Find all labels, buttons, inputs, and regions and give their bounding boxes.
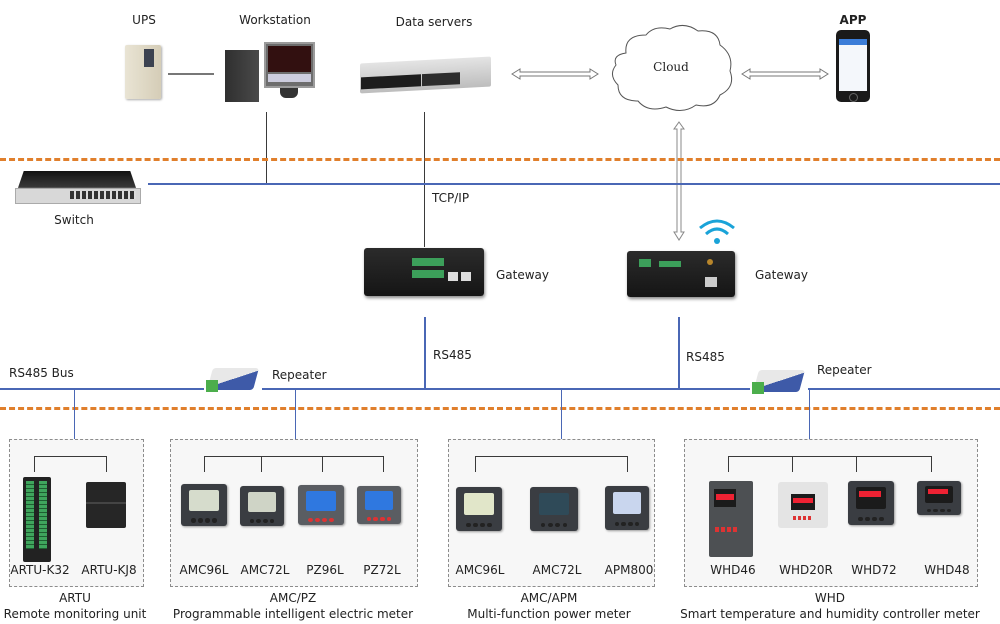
- group-caption-artu: ARTU Remote monitoring unit: [4, 590, 147, 622]
- device-label: APM800: [604, 563, 654, 577]
- data-server-device: [360, 56, 491, 94]
- switch-device: [15, 170, 141, 206]
- device-amc96l: [181, 484, 227, 526]
- bus-drop-amc-pz: [295, 390, 296, 456]
- gateway-device-wired: [364, 248, 484, 296]
- rs485-drop-left: [424, 317, 426, 389]
- tcpip-network-line: [148, 183, 1000, 185]
- whd-branch-tick: [728, 456, 729, 472]
- device-pz72l: [357, 486, 401, 524]
- app-phone-icon[interactable]: [836, 30, 870, 102]
- device-whd20r: [778, 482, 828, 528]
- group-title: AMC/APM: [520, 591, 578, 605]
- bus-drop-amc-apm: [561, 390, 562, 456]
- device-pz96l: [298, 485, 344, 525]
- device-label: AMC72L: [532, 563, 582, 577]
- device-label: WHD46: [710, 563, 756, 577]
- gateway-label-wireless: Gateway: [755, 268, 809, 282]
- device-amc96l-apm: [456, 487, 502, 531]
- bus-drop-whd: [809, 390, 810, 456]
- device-whd46: [709, 481, 753, 557]
- bus-drop-artu: [74, 390, 75, 456]
- group-title: AMC/PZ: [269, 591, 317, 605]
- rs485-drop-right: [678, 317, 680, 389]
- whd-branch-tick: [856, 456, 857, 472]
- device-amc72l-apm: [530, 487, 578, 531]
- device-label: PZ96L: [306, 563, 344, 577]
- ups-link: [168, 73, 214, 75]
- device-label: AMC96L: [179, 563, 229, 577]
- amc-pz-branch-tick: [261, 456, 262, 472]
- device-whd72: [848, 481, 894, 525]
- gateway-device-wireless: [627, 251, 735, 297]
- repeater-device-left: [204, 362, 262, 396]
- amc-pz-branch: [204, 456, 384, 457]
- wifi-icon: [699, 219, 735, 244]
- group-caption-whd: WHD Smart temperature and humidity contr…: [680, 590, 980, 622]
- amc-pz-branch-tick: [383, 456, 384, 472]
- cloud-icon: [612, 25, 733, 111]
- group-title: ARTU: [59, 591, 91, 605]
- artu-branch-tick: [34, 456, 35, 472]
- device-label: ARTU-K32: [10, 563, 70, 577]
- cloud-label: Cloud: [653, 60, 689, 74]
- amc-apm-branch-tick: [627, 456, 628, 472]
- group-title: WHD: [814, 591, 846, 605]
- server-cloud-arrow: [511, 68, 599, 80]
- cloud-gateway-arrow: [673, 121, 685, 241]
- whd-branch: [728, 456, 932, 457]
- ups-device: [125, 45, 161, 99]
- rs485-bus-line: [0, 388, 1000, 390]
- workstation-link: [266, 112, 267, 184]
- amc-pz-branch-tick: [204, 456, 205, 472]
- group-subtitle: Multi-function power meter: [467, 607, 631, 621]
- workstation-device: [222, 42, 315, 104]
- rs485-label-left: RS485: [433, 348, 472, 362]
- repeater-device-right: [750, 364, 808, 398]
- switch-label: Switch: [54, 213, 94, 227]
- ups-label: UPS: [132, 13, 156, 27]
- whd-branch-tick: [931, 456, 932, 472]
- device-label: WHD72: [851, 563, 897, 577]
- amc-apm-branch-tick: [475, 456, 476, 472]
- rs485-label-right: RS485: [686, 350, 725, 364]
- amc-pz-branch-tick: [322, 456, 323, 472]
- artu-branch: [34, 456, 107, 457]
- device-label: ARTU-KJ8: [81, 563, 137, 577]
- device-label: AMC96L: [455, 563, 505, 577]
- device-artu-kj8: [86, 482, 126, 528]
- device-label: WHD48: [924, 563, 970, 577]
- device-label: PZ72L: [363, 563, 401, 577]
- data-servers-label: Data servers: [395, 15, 473, 29]
- device-apm800: [605, 486, 649, 530]
- repeater-label-left: Repeater: [272, 368, 327, 382]
- group-subtitle: Smart temperature and humidity controlle…: [680, 607, 980, 621]
- amc-apm-branch: [475, 456, 628, 457]
- group-caption-amc-apm: AMC/APM Multi-function power meter: [467, 590, 631, 622]
- workstation-label: Workstation: [239, 13, 311, 27]
- repeater-label-right: Repeater: [817, 363, 872, 377]
- device-label: AMC72L: [240, 563, 290, 577]
- zone-divider-bottom: [0, 407, 1000, 410]
- device-amc72l: [240, 486, 284, 526]
- device-artu-k32: [23, 477, 51, 562]
- group-caption-amc-pz: AMC/PZ Programmable intelligent electric…: [173, 590, 413, 622]
- app-label: APP: [839, 13, 867, 27]
- whd-branch-tick: [792, 456, 793, 472]
- cloud-app-arrow: [741, 68, 829, 80]
- gateway-label-wired: Gateway: [496, 268, 550, 282]
- tcpip-label: TCP/IP: [432, 191, 470, 205]
- zone-divider-top: [0, 158, 1000, 161]
- group-subtitle: Programmable intelligent electric meter: [172, 607, 414, 621]
- device-whd48: [917, 481, 961, 515]
- group-subtitle: Remote monitoring unit: [3, 607, 147, 621]
- rs485-bus-label: RS485 Bus: [9, 366, 74, 380]
- data-server-link: [424, 112, 425, 247]
- device-label: WHD20R: [779, 563, 833, 577]
- artu-branch-tick: [106, 456, 107, 472]
